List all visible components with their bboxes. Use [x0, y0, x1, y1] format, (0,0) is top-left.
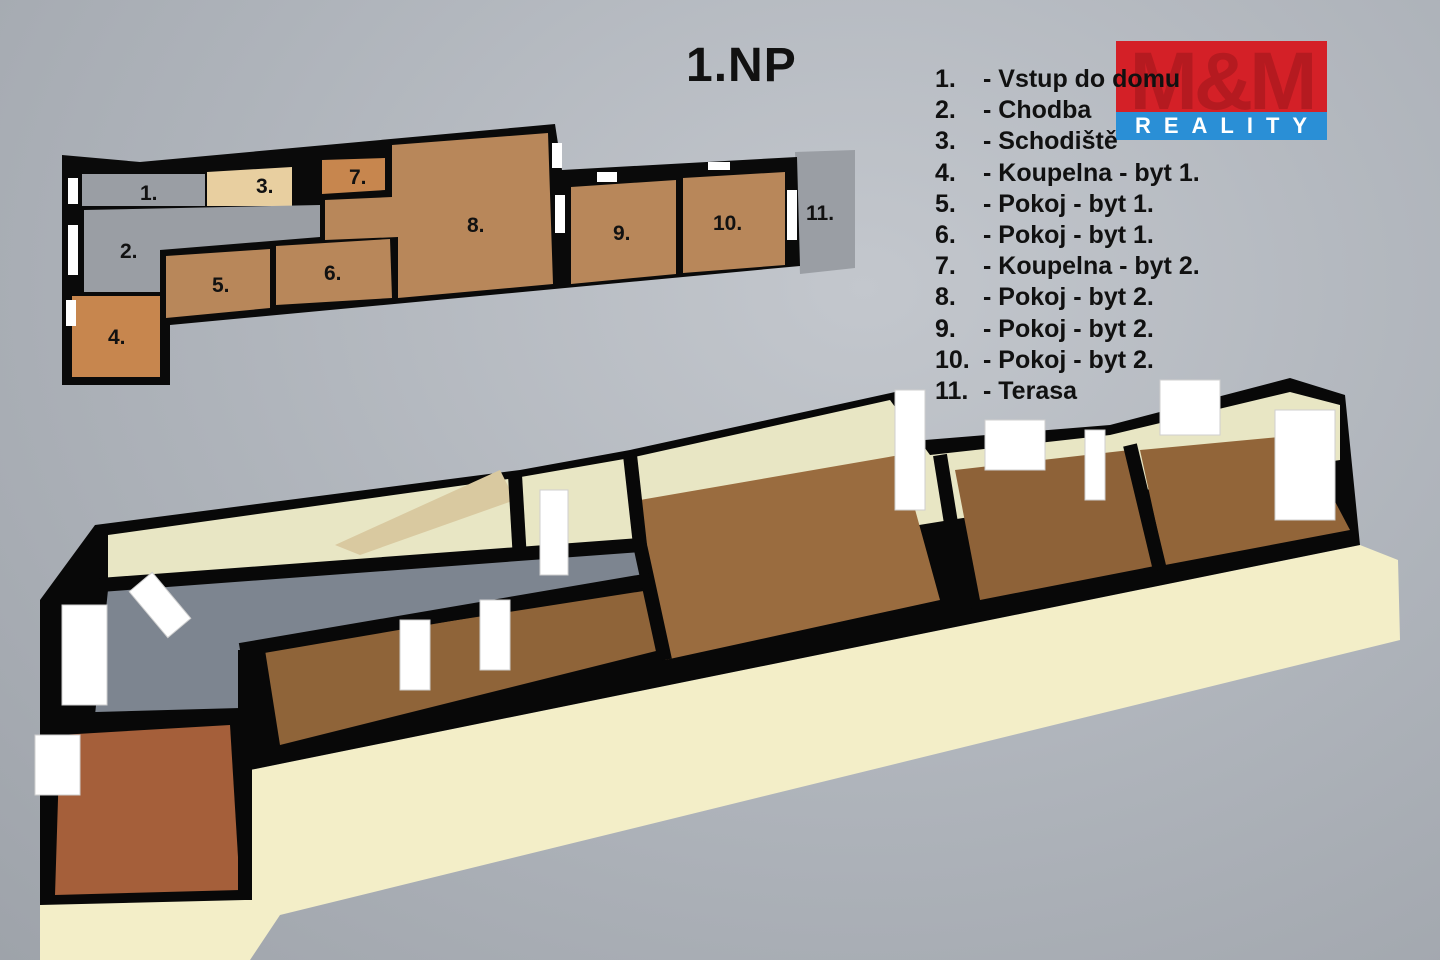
- legend-label: - Terasa: [983, 377, 1078, 406]
- room-8: [325, 133, 553, 298]
- legend-item: 10. - Pokoj - byt 2.: [935, 345, 1200, 376]
- legend-item: 3. - Schodiště: [935, 126, 1200, 157]
- label-8: 8.: [467, 214, 485, 237]
- floor-room-4: [55, 725, 240, 895]
- legend-label: - Koupelna - byt 2.: [983, 252, 1200, 281]
- legend-number: 10.: [935, 345, 970, 374]
- label-1: 1.: [140, 182, 158, 205]
- legend-label: - Pokoj - byt 1.: [983, 189, 1154, 218]
- mm-reality-logo: M&M REALITY: [1116, 41, 1327, 140]
- plan-windows: [66, 143, 797, 326]
- logo-text: M&M: [1129, 41, 1318, 112]
- legend-item: 11. - Terasa: [935, 376, 1200, 407]
- room-2: [84, 205, 320, 292]
- label-11: 11.: [806, 202, 834, 225]
- label-2: 2.: [120, 240, 138, 263]
- stairs: [335, 470, 515, 555]
- outer-wall-front: [40, 545, 1400, 960]
- room-labels: 1. 2. 3. 4. 5. 6. 7. 8. 9. 10. 11.: [108, 166, 834, 349]
- legend-label: - Pokoj - byt 2.: [983, 345, 1154, 374]
- room-5: [166, 249, 270, 318]
- label-4: 4.: [108, 326, 126, 349]
- legend-number: 8.: [935, 283, 956, 312]
- floor-corridor: [95, 550, 650, 715]
- legend-label: - Koupelna - byt 1.: [983, 158, 1200, 187]
- label-5: 5.: [212, 274, 230, 297]
- floor-room-9: [955, 450, 1160, 600]
- legend-number: 5.: [935, 189, 956, 218]
- legend-number: 2.: [935, 96, 956, 125]
- floor-room-8: [640, 455, 940, 660]
- label-9: 9.: [613, 222, 631, 245]
- floor-rooms-5-6: [265, 590, 660, 745]
- room-3-stairs: [207, 167, 292, 206]
- legend-item: 8. - Pokoj - byt 2.: [935, 282, 1200, 313]
- legend-item: 5. - Pokoj - byt 1.: [935, 189, 1200, 220]
- room-7: [322, 158, 385, 194]
- legend-item: 4. - Koupelna - byt 1.: [935, 158, 1200, 189]
- legend-number: 1.: [935, 65, 956, 93]
- room-legend: 1. - Vstup do domu 2. - Chodba 3. - Schodiště…: [935, 64, 1200, 407]
- legend-number: 7.: [935, 252, 956, 281]
- logo-subtext: REALITY: [1116, 112, 1327, 140]
- legend-item: 9. - Pokoj - byt 2.: [935, 314, 1200, 345]
- legend-label: - Pokoj - byt 1.: [983, 221, 1154, 250]
- legend-item: 7. - Koupelna - byt 2.: [935, 251, 1200, 282]
- legend-label: - Pokoj - byt 2.: [983, 283, 1154, 312]
- room-10: [683, 172, 785, 273]
- label-10: 10.: [713, 212, 742, 235]
- label-7: 7.: [349, 166, 367, 189]
- label-6: 6.: [324, 262, 342, 285]
- floor-title: 1.NP: [686, 39, 797, 92]
- legend-number: 3.: [935, 127, 956, 156]
- legend-label: - Schodiště: [983, 127, 1118, 156]
- legend-label: - Chodba: [983, 96, 1092, 125]
- legend-label: - Pokoj - byt 2.: [983, 314, 1154, 343]
- legend-number: 6.: [935, 221, 956, 250]
- windows: [34, 379, 1336, 796]
- label-3: 3.: [256, 175, 274, 198]
- terrace-area: [795, 150, 855, 274]
- legend-number: 11.: [935, 377, 969, 406]
- legend-item: 6. - Pokoj - byt 1.: [935, 220, 1200, 251]
- room-6: [276, 239, 392, 305]
- legend-number: 9.: [935, 314, 956, 343]
- legend-item: 2. - Chodba: [935, 95, 1200, 126]
- legend-label: - Vstup do domu: [983, 65, 1181, 93]
- legend-item: 1. - Vstup do domu: [935, 64, 1200, 95]
- legend-number: 4.: [935, 158, 956, 187]
- room-1: [82, 174, 205, 206]
- interior-walls: [59, 443, 1167, 900]
- room-9: [571, 180, 676, 284]
- room-4: [72, 296, 160, 377]
